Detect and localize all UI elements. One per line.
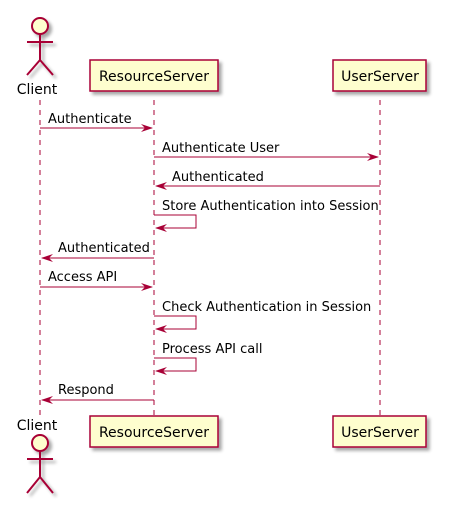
userserver-label-top: UserServer (341, 69, 419, 85)
svg-text:Process API call: Process API call (162, 342, 262, 357)
svg-text:Access API: Access API (48, 270, 117, 285)
svg-text:Authenticated: Authenticated (172, 170, 264, 185)
svg-text:Check Authentication in Sessio: Check Authentication in Session (162, 300, 371, 315)
message-process-api: Process API call (154, 342, 262, 375)
client-label-bottom: Client (17, 418, 58, 434)
resourceserver-box-top: ResourceServer (89, 59, 219, 92)
svg-text:Authenticate User: Authenticate User (162, 141, 280, 156)
message-authenticate-user: Authenticate User (154, 141, 379, 161)
message-authenticated-reply: Authenticated (155, 170, 380, 190)
client-actor-top (26, 17, 54, 76)
userserver-box-bottom: UserServer (332, 415, 427, 448)
message-access-api: Access API (40, 270, 153, 291)
resourceserver-label-top: ResourceServer (99, 69, 209, 85)
userserver-box-top: UserServer (332, 59, 427, 92)
message-authenticate: Authenticate (40, 112, 153, 132)
resourceserver-label-bottom: ResourceServer (99, 425, 209, 441)
client-label-top: Client (17, 82, 58, 98)
message-store-session: Store Authentication into Session (154, 199, 379, 232)
userserver-label-bottom: UserServer (341, 425, 419, 441)
svg-text:Respond: Respond (58, 383, 114, 398)
svg-text:Authenticate: Authenticate (48, 112, 132, 127)
message-authenticated-client: Authenticated (41, 241, 154, 262)
message-check-session: Check Authentication in Session (154, 300, 371, 333)
svg-text:Store Authentication into Sess: Store Authentication into Session (162, 199, 379, 214)
client-actor-bottom (26, 434, 54, 494)
message-respond: Respond (41, 383, 154, 404)
svg-text:Authenticated: Authenticated (58, 241, 150, 256)
resourceserver-box-bottom: ResourceServer (89, 415, 219, 448)
